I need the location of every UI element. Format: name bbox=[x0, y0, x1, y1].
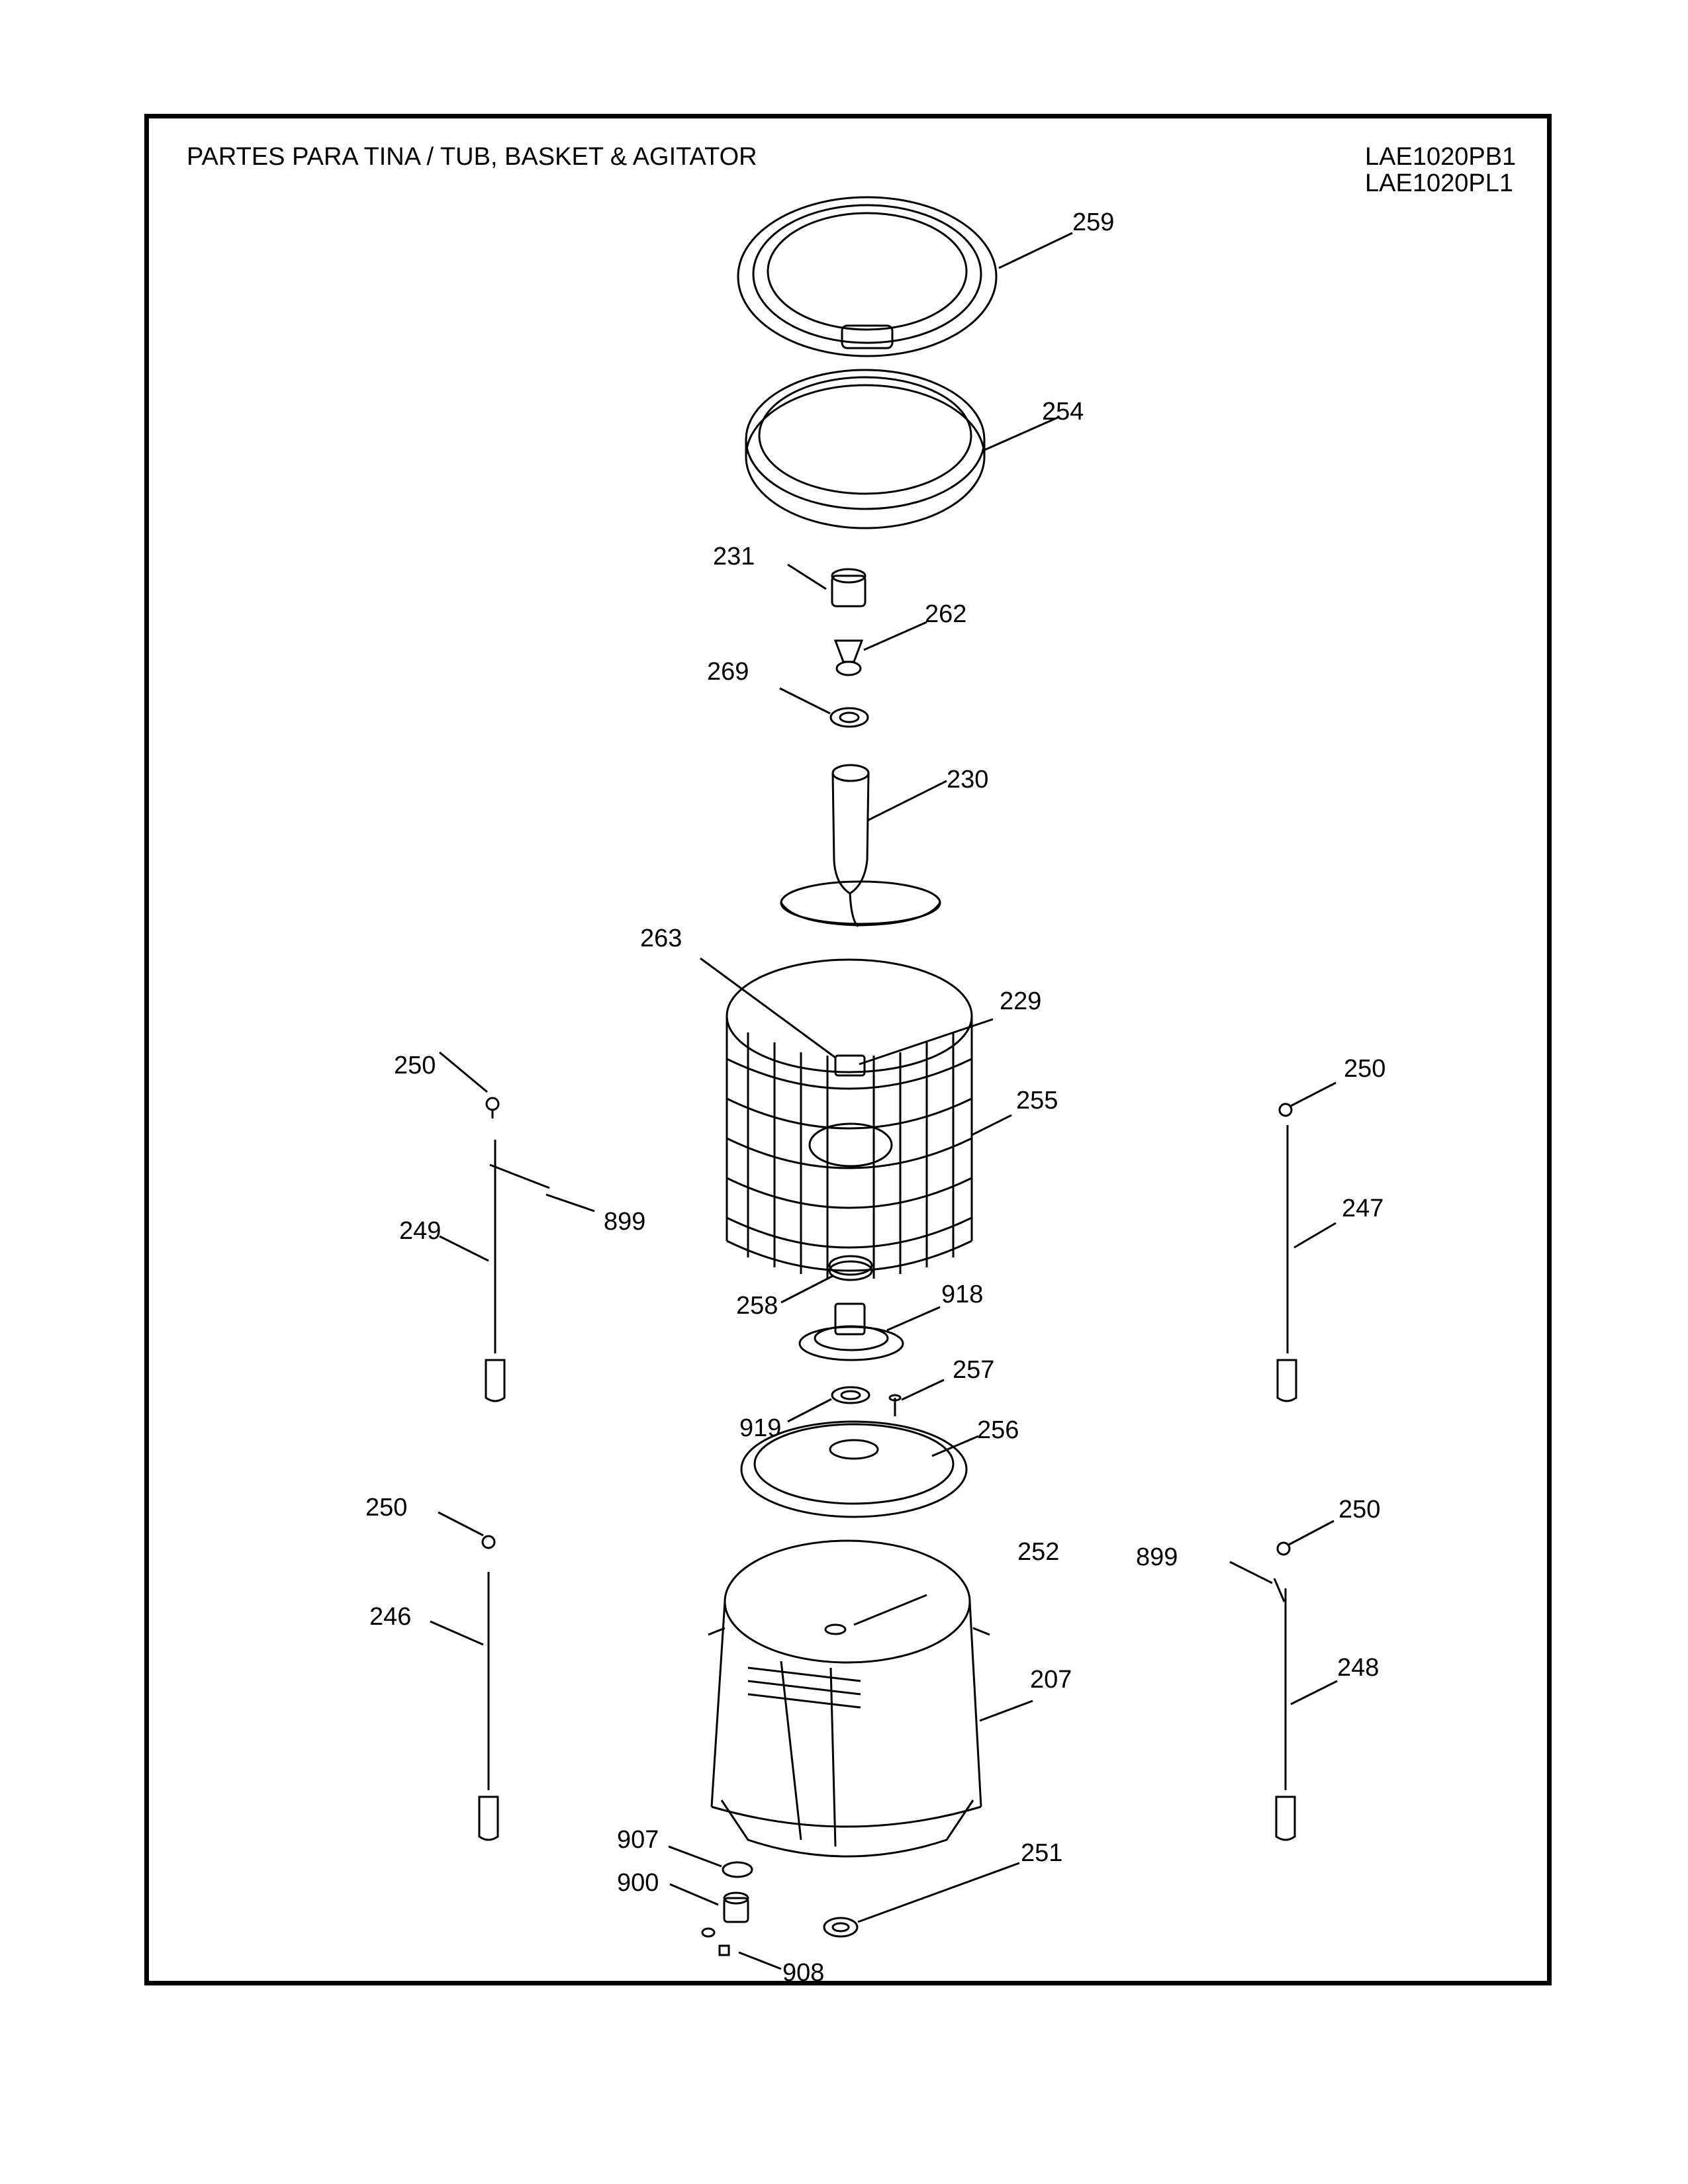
label-919: 919 bbox=[739, 1414, 781, 1442]
label-251: 251 bbox=[1021, 1839, 1062, 1867]
label-250-lower-right: 250 bbox=[1338, 1496, 1380, 1524]
label-918: 918 bbox=[941, 1281, 983, 1308]
label-229: 229 bbox=[1000, 987, 1041, 1015]
label-249: 249 bbox=[399, 1217, 441, 1245]
model-number-2: LAE1020PL1 bbox=[1365, 169, 1513, 197]
label-257: 257 bbox=[953, 1356, 994, 1384]
label-254: 254 bbox=[1042, 398, 1084, 426]
label-908: 908 bbox=[782, 1959, 824, 1987]
label-250-upper-right: 250 bbox=[1344, 1055, 1385, 1083]
diagram-frame bbox=[144, 114, 1552, 1985]
part-269-ring bbox=[779, 687, 869, 728]
part-248-suspension-rod bbox=[1229, 1520, 1338, 1841]
label-248: 248 bbox=[1337, 1654, 1379, 1682]
part-908-clip bbox=[718, 1944, 782, 1970]
part-919-nut bbox=[787, 1386, 870, 1423]
label-255: 255 bbox=[1016, 1087, 1058, 1115]
label-900: 900 bbox=[617, 1869, 659, 1897]
part-251-seal bbox=[823, 1862, 1020, 1938]
label-258: 258 bbox=[736, 1292, 778, 1320]
part-262-knob bbox=[833, 621, 927, 676]
diagram-title: PARTES PARA TINA / TUB, BASKET & AGITATO… bbox=[187, 143, 757, 171]
part-257-screw bbox=[888, 1379, 945, 1416]
label-907: 907 bbox=[617, 1826, 659, 1854]
part-230-agitator bbox=[780, 764, 947, 928]
model-number-1: LAE1020PB1 bbox=[1365, 143, 1517, 171]
label-250-upper-left: 250 bbox=[394, 1052, 436, 1079]
label-246: 246 bbox=[369, 1603, 411, 1631]
label-899-left: 899 bbox=[604, 1208, 645, 1236]
label-269: 269 bbox=[707, 658, 749, 686]
part-246-suspension-rod bbox=[430, 1511, 499, 1841]
label-250-lower-left: 250 bbox=[365, 1494, 407, 1522]
part-249-suspension-rod bbox=[439, 1051, 595, 1402]
label-259: 259 bbox=[1072, 208, 1114, 236]
part-254-balance-ring bbox=[745, 369, 1060, 529]
label-231: 231 bbox=[713, 543, 755, 570]
label-230: 230 bbox=[947, 766, 988, 794]
label-252: 252 bbox=[1017, 1538, 1059, 1566]
leader-263 bbox=[700, 957, 836, 1059]
part-907-o-ring bbox=[668, 1845, 753, 1878]
leader-229 bbox=[859, 1018, 994, 1066]
label-263: 263 bbox=[640, 925, 682, 952]
part-258-seal bbox=[780, 1255, 873, 1304]
part-231-cap bbox=[787, 563, 867, 608]
part-207-outer-tub bbox=[708, 1539, 1033, 1858]
part-900-valve bbox=[669, 1883, 749, 1938]
label-262: 262 bbox=[925, 600, 966, 628]
part-247-suspension-rod bbox=[1276, 1081, 1336, 1402]
part-256-mounting-plate bbox=[740, 1420, 979, 1518]
label-899-right: 899 bbox=[1136, 1543, 1178, 1571]
label-256: 256 bbox=[977, 1416, 1019, 1444]
label-247: 247 bbox=[1342, 1195, 1383, 1222]
part-918-hub bbox=[798, 1302, 941, 1361]
label-207: 207 bbox=[1030, 1666, 1072, 1694]
part-255-spin-basket bbox=[726, 958, 1012, 1279]
part-259-tub-cover bbox=[737, 196, 1073, 357]
